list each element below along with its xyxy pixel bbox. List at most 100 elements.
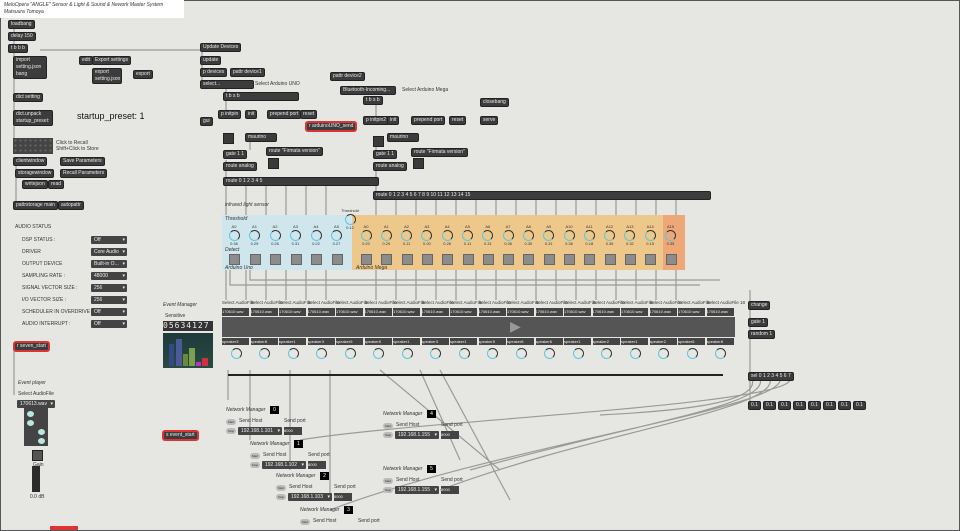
speaker-menu[interactable]: speaker1 [450,338,477,345]
event-player-matrix[interactable] [24,408,48,446]
save-parameters-button[interactable]: Save Parameters [60,157,105,166]
prepend-port2-object[interactable]: prepend port [411,116,446,125]
route-mega-pins[interactable]: route 0 1 2 3 4 5 6 7 8 9 10 11 12 13 14… [373,191,711,200]
pan-knob[interactable] [454,347,474,375]
loadbang-object[interactable]: loadbang [8,20,35,29]
export-settings-button[interactable]: Export settings [92,56,132,65]
audiofile-menu[interactable]: 170610.wav [364,308,392,316]
firmata-mega-toggle[interactable] [413,158,424,169]
trigger-object[interactable]: t b b b [8,44,28,53]
update-message[interactable]: update [200,56,222,65]
audiofile-menu[interactable]: 170610.wav [478,308,506,316]
random-value-box[interactable]: 0.1 [778,401,791,410]
prepend-port-object[interactable]: prepend port [267,110,302,119]
route-firmata-mega[interactable]: route "Firmata version" [411,148,468,157]
audiofile-menu[interactable]: 170610.wav [564,308,591,316]
route-analog-uno[interactable]: route analog [223,162,257,171]
random-object[interactable]: random 1 [748,330,776,339]
dict-setting-object[interactable]: dict setting [13,93,43,102]
route-analog-mega[interactable]: route analog [373,162,407,171]
random-value-box[interactable]: 0.1 [763,401,776,410]
host-menu[interactable]: 192.168.1.101 [238,427,282,435]
import-message[interactable]: import setting.json bang [13,56,47,79]
event-player-file-menu[interactable]: 170613.wav [17,400,55,408]
event-player-toggle[interactable] [32,450,43,461]
route-uno-pins[interactable]: route 0 1 2 3 4 5 [223,177,379,186]
clientwindow-message[interactable]: clientwindow [13,157,48,166]
pattrstorage-object[interactable]: pattrstorage main [13,201,58,210]
recall-parameters-button[interactable]: Recall Parameters [60,169,108,178]
maurino-mega[interactable]: maurino [387,133,419,142]
pan-knob[interactable] [483,347,503,375]
audio-status-menu[interactable]: Core Audio [91,248,127,256]
pattr-device2-object[interactable]: pattr device2 [330,72,365,81]
select-uno-menu[interactable]: select... [200,80,254,89]
export-message[interactable]: export [133,70,153,79]
audio-status-menu[interactable]: 48000 [91,272,127,280]
receive-seven-start[interactable]: r seven_start [14,342,49,351]
stop-button[interactable]: Stop [250,462,260,468]
pan-knob[interactable] [312,347,332,375]
speaker-menu[interactable]: speaker1 [279,338,306,345]
speaker-menu[interactable]: speaker3 [421,338,449,345]
port-field[interactable]: 8000 [334,493,352,501]
speaker-menu[interactable]: speaker6 [364,338,392,345]
send-event-start[interactable]: s event_start [163,431,198,440]
speaker-menu[interactable]: speaker8 [706,338,734,345]
speaker-menu[interactable]: speaker6 [535,338,563,345]
speaker-menu[interactable]: speaker8 [250,338,278,345]
stop-button[interactable]: Stop [276,494,286,500]
init-message[interactable]: init [245,110,258,119]
edit-message[interactable]: edit [79,56,94,65]
pan-knob[interactable] [597,347,617,375]
serve-message[interactable]: serve [480,116,499,125]
random-value-box[interactable]: 0.1 [853,401,866,410]
stop-button[interactable]: Stop [383,432,393,438]
speaker-menu[interactable]: speaker2 [592,338,620,345]
maurino-uno[interactable]: maurino [245,133,277,142]
pan-knob[interactable] [540,347,560,375]
pan-knob[interactable] [340,347,360,375]
audiofile-menu[interactable]: 170610.wav [222,308,249,316]
host-menu[interactable]: 192.168.1.103 [288,493,332,501]
start-button[interactable]: Start [276,485,286,491]
pan-knob[interactable] [654,347,674,375]
read-message[interactable]: read [48,180,65,189]
host-menu[interactable]: 192.168.1.102 [262,461,306,469]
gate-mega[interactable]: gate 1 1 [373,150,398,159]
port-field[interactable]: 8000 [308,461,326,469]
reset2-message[interactable]: reset [449,116,467,125]
pan-knob[interactable] [397,347,417,375]
mega-toggle[interactable] [373,136,384,147]
pan-knob[interactable] [511,347,531,375]
waveform-strip[interactable] [222,317,735,337]
dict-unpack-object[interactable]: dict.unpack startup_preset: [13,110,53,126]
host-menu[interactable]: 192.168.1.155 [395,431,439,439]
receive-uno-send[interactable]: r arduinoUNO_send [306,122,357,131]
audiofile-menu[interactable]: 170610.wav [592,308,620,316]
p-devices-object[interactable]: p devices [200,68,228,77]
start-button[interactable]: Start [300,519,310,525]
pan-knob[interactable] [226,347,246,375]
trigger-mega[interactable]: t b s b [363,96,383,105]
audio-status-menu[interactable]: Off [91,320,127,328]
reset-message[interactable]: reset [300,110,318,119]
random-value-box[interactable]: 0.1 [823,401,836,410]
port-field[interactable]: 8000 [441,486,459,494]
pan-knob[interactable] [369,347,389,375]
random-value-box[interactable]: 0.1 [838,401,851,410]
speaker-menu[interactable]: speaker3 [307,338,335,345]
audiofile-menu[interactable]: 170610.wav [649,308,677,316]
host-menu[interactable]: 192.168.1.155 [395,486,439,494]
